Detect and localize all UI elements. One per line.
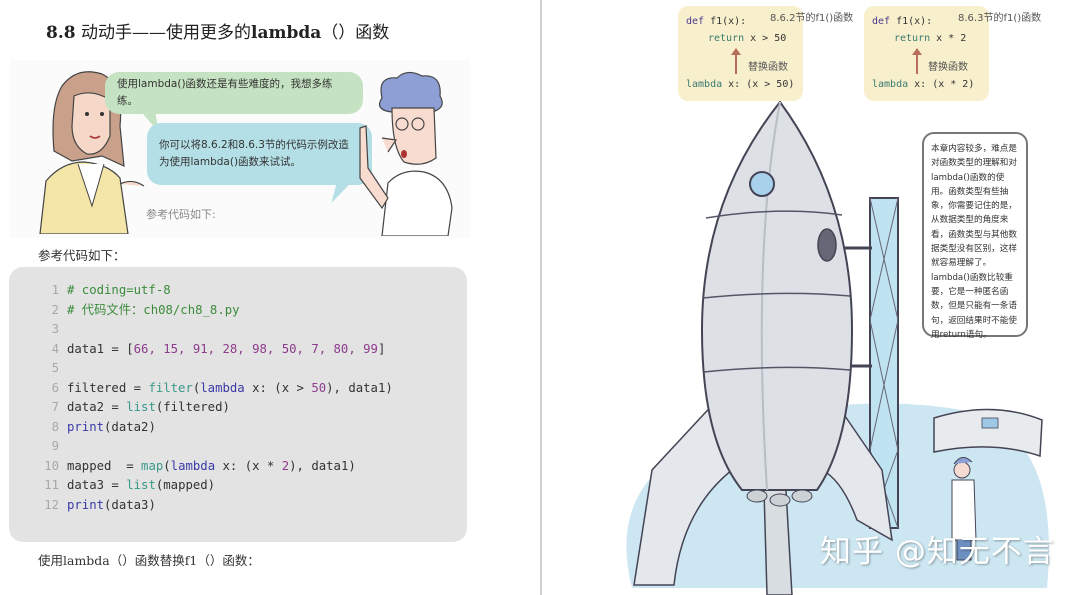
section-title-suffix: （）函数: [321, 23, 390, 43]
line-number: 7: [51, 400, 59, 414]
annotation-8-6-3: 8.6.3节的f1()函数: [958, 13, 1042, 24]
line-number: 11: [44, 478, 59, 492]
section-title-text: 动动手——使用更多的: [75, 23, 251, 43]
code-text: # 代码文件：ch08/ch8_8.py: [67, 302, 240, 317]
speech-bubble-man-line2: 为使用lambda()函数来试试。: [159, 156, 302, 168]
comic-caption: 参考代码如下:: [146, 208, 216, 221]
lambda-keyword: lambda: [872, 79, 909, 90]
line-number: 10: [44, 458, 59, 473]
code-lines: 1# coding=utf-8 2# 代码文件：ch08/ch8_8.py 3 …: [39, 281, 393, 515]
line-number: 12: [44, 497, 59, 512]
data1-values: 66, 15, 91, 28, 98, 50, 7, 80, 99: [133, 341, 378, 356]
arrow-up-icon: [912, 48, 922, 74]
line-number: 6: [51, 380, 59, 395]
def-signature: f1(x):: [704, 16, 747, 27]
code-line-9: 9: [39, 437, 393, 457]
speech-bubble-woman: 使用lambda()函数还是有些难度的，我想多练练。: [105, 72, 363, 114]
section-number: 8.8: [46, 23, 76, 43]
watermark: 知乎 @知无不言: [820, 534, 1055, 570]
replace-label: 替换函数: [748, 62, 788, 73]
code-line-1: 1 # coding=utf-8: [39, 281, 393, 301]
left-page: 8.8 动动手——使用更多的lambda（）函数 使用lambda()函数还是有…: [0, 0, 540, 595]
page-divider: [540, 0, 542, 595]
reference-code-label: 参考代码如下：: [38, 248, 126, 263]
line-number: 1: [51, 283, 59, 297]
def-signature: f1(x):: [890, 16, 933, 27]
bottom-caption: 使用lambda（）函数替换f1（）函数：: [38, 553, 260, 568]
man-illustration-icon: [359, 71, 453, 236]
annotation-8-6-2: 8.6.2节的f1()函数: [770, 13, 854, 24]
right-page: def f1(x): return x > 50 替换函数 lambda x: …: [542, 0, 1080, 595]
return-keyword: return: [708, 33, 745, 44]
code-text: # coding=utf-8: [67, 283, 171, 297]
lambda-keyword: lambda: [686, 79, 723, 90]
arrow-up-icon: [731, 48, 741, 74]
line-number: 4: [51, 341, 59, 356]
return-expression: x > 50: [744, 33, 787, 44]
speech-bubble-man-line1: 你可以将8.6.2和8.6.3节的代码示例改造: [159, 139, 349, 151]
code-line-2: 2 # 代码文件：ch08/ch8_8.py: [39, 301, 393, 321]
note-box: 本章内容较多，难点是对函数类型的理解和对lambda()函数的使用。函数类型有些…: [922, 132, 1028, 340]
code-block: 1# coding=utf-8 2# 代码文件：ch08/ch8_8.py 3 …: [9, 267, 467, 542]
speech-bubble-woman-text: 使用lambda()函数还是有些难度的，我想多练练。: [117, 78, 333, 107]
def-keyword: def: [686, 16, 705, 27]
replace-label: 替换函数: [928, 62, 968, 73]
line-number: 5: [51, 361, 59, 375]
return-expression: x * 2: [930, 33, 967, 44]
def-card-8-6-2: def f1(x): return x > 50 替换函数 lambda x: …: [678, 6, 803, 101]
note-text: 本章内容较多，难点是对函数类型的理解和对lambda()函数的使用。函数类型有些…: [931, 144, 1017, 340]
def-keyword: def: [872, 16, 891, 27]
line-number: 9: [51, 439, 59, 453]
lambda-expression: x: (x * 2): [908, 79, 975, 90]
code-line-5: 5: [39, 359, 393, 379]
section-title: 8.8 动动手——使用更多的lambda（）函数: [46, 18, 389, 43]
return-keyword: return: [894, 33, 931, 44]
line-number: 2: [51, 302, 59, 317]
section-title-keyword: lambda: [250, 23, 322, 43]
line-number: 8: [51, 419, 59, 434]
lambda-expression: x: (x > 50): [722, 79, 795, 90]
comic-illustration: 使用lambda()函数还是有些难度的，我想多练练。 你可以将8.6.2和8.6…: [10, 60, 470, 238]
line-number: 3: [51, 322, 59, 336]
speech-bubble-man: 你可以将8.6.2和8.6.3节的代码示例改造 为使用lambda()函数来试试…: [147, 123, 372, 185]
def-card-8-6-3: def f1(x): return x * 2 替换函数 lambda x: (…: [864, 6, 989, 101]
rocket-scene-icon: [626, 100, 1049, 595]
code-line-3: 3: [39, 320, 393, 340]
